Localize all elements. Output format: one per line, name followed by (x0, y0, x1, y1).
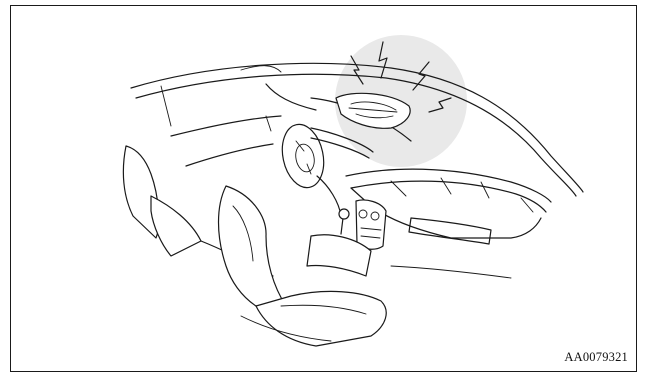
figure-code-label: AA0079321 (564, 350, 628, 365)
figure-frame: AA0079321 (10, 5, 637, 372)
car-interior-illustration (11, 6, 638, 373)
